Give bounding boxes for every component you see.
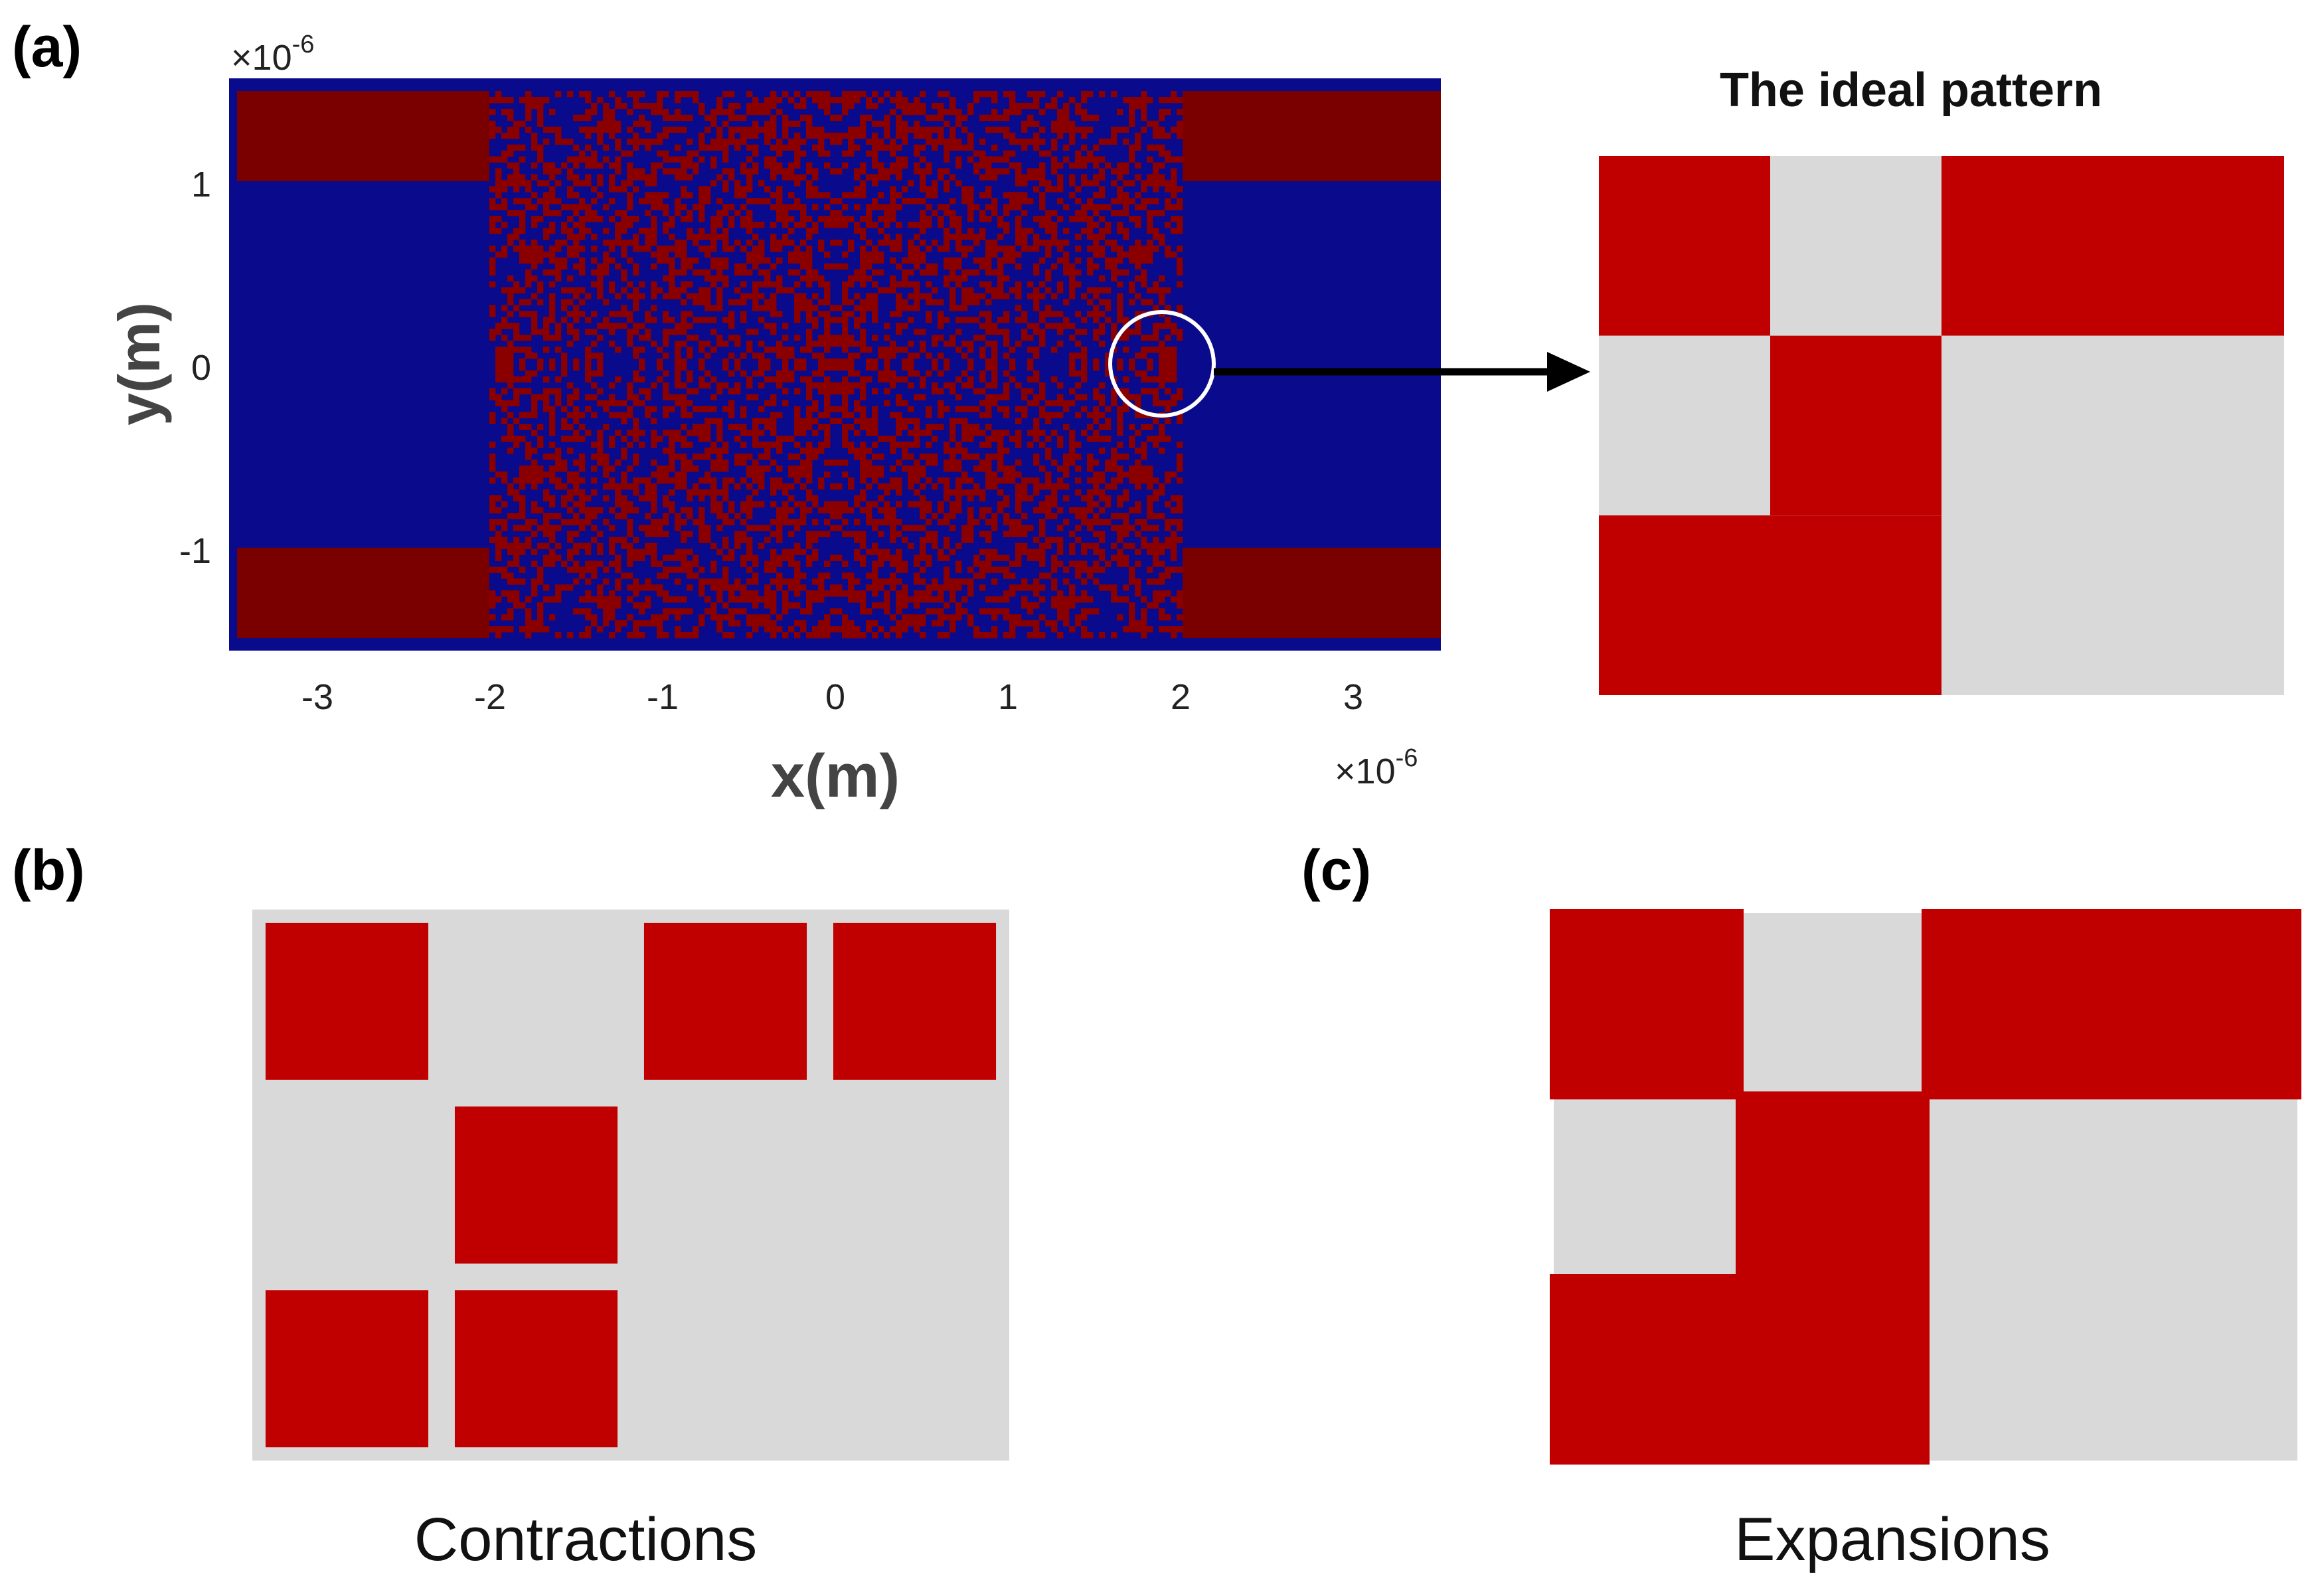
highlight-circle — [1108, 310, 1216, 418]
grid-cell-filled — [1736, 1274, 1930, 1465]
grid-cell-empty — [1941, 515, 2113, 695]
pixelated-design-region — [489, 91, 1183, 639]
grid-cell-filled — [1599, 515, 1770, 695]
zoom-arrow — [1214, 352, 1590, 392]
grid-cell-filled — [1599, 156, 1770, 336]
grid-cell-filled — [1770, 515, 1941, 695]
panel-c-label: (c) — [1301, 838, 1371, 902]
expansion-pattern-grid — [1550, 909, 2301, 1465]
electrode-bar-bottom-right — [1183, 548, 1441, 638]
svg-text:×10-6: ×10-6 — [1335, 744, 1418, 791]
panel-a-exponent-x: ×10-6 — [1335, 744, 1418, 791]
x-tick: 1 — [998, 677, 1018, 717]
y-exponent-prefix: ×10 — [231, 38, 292, 78]
grid-cell-filled — [2113, 156, 2284, 336]
grid-cell-filled — [1736, 1091, 1930, 1282]
grid-cell-filled — [833, 922, 997, 1080]
x-tick: 3 — [1343, 677, 1363, 717]
y-tick: 0 — [191, 348, 211, 388]
electrode-bar-top-left — [237, 91, 489, 181]
grid-cell-filled — [454, 1290, 618, 1448]
expansions-caption: Expansions — [1734, 1506, 2050, 1573]
y-tick: 1 — [191, 165, 211, 204]
svg-text:×10-6: ×10-6 — [231, 31, 314, 78]
grid-cell-filled — [2107, 909, 2301, 1099]
grid-cell-filled — [265, 1290, 429, 1448]
y-axis-ticks: 1 0 -1 — [179, 165, 211, 571]
grid-cell-filled — [1770, 335, 1941, 516]
x-axis-label: x(m) — [771, 742, 900, 810]
grid-cell-filled — [643, 922, 807, 1080]
grid-cell-empty — [1599, 335, 1770, 516]
grid-cell-empty — [1770, 156, 1941, 336]
grid-cell-empty — [1941, 335, 2113, 516]
panel-a-exponent-y: ×10-6 — [231, 31, 314, 78]
contraction-pattern-grid — [252, 910, 1009, 1461]
x-axis-ticks: -3 -2 -1 0 1 2 3 — [301, 677, 1363, 717]
electrode-bar-top-right — [1183, 91, 1441, 181]
y-axis-label: y(m) — [106, 302, 172, 426]
ideal-pattern-title: The ideal pattern — [1720, 64, 2102, 117]
panel-b-label: (b) — [12, 838, 85, 902]
grid-cell-empty — [1947, 1117, 2090, 1256]
y-tick: -1 — [179, 531, 211, 571]
x-tick: 2 — [1171, 677, 1191, 717]
grid-cell-filled — [1941, 156, 2113, 336]
x-tick: -2 — [474, 677, 506, 717]
grid-cell-filled — [1922, 909, 2115, 1099]
ideal-pattern-grid — [1599, 156, 2284, 695]
x-tick: -1 — [647, 677, 679, 717]
y-exponent: -6 — [292, 31, 315, 58]
grid-cell-filled — [265, 922, 429, 1080]
x-tick: 0 — [825, 677, 845, 717]
electrode-bar-bottom-left — [237, 548, 489, 638]
grid-cell-filled — [1550, 909, 1744, 1099]
x-exponent-prefix: ×10 — [1335, 752, 1396, 791]
grid-cell-filled — [1550, 1274, 1744, 1465]
grid-cell-filled — [454, 1106, 618, 1264]
grid-cell-empty — [1762, 935, 1904, 1074]
grid-cell-empty — [2113, 515, 2284, 695]
pattern-map — [229, 78, 1441, 651]
x-exponent: -6 — [1396, 744, 1418, 772]
design-pixels — [489, 91, 1183, 639]
x-tick: -3 — [301, 677, 333, 717]
panel-a-label: (a) — [12, 15, 82, 79]
grid-cell-empty — [2113, 335, 2284, 516]
grid-cell-empty — [1576, 1117, 1718, 1256]
contractions-caption: Contractions — [414, 1506, 757, 1573]
